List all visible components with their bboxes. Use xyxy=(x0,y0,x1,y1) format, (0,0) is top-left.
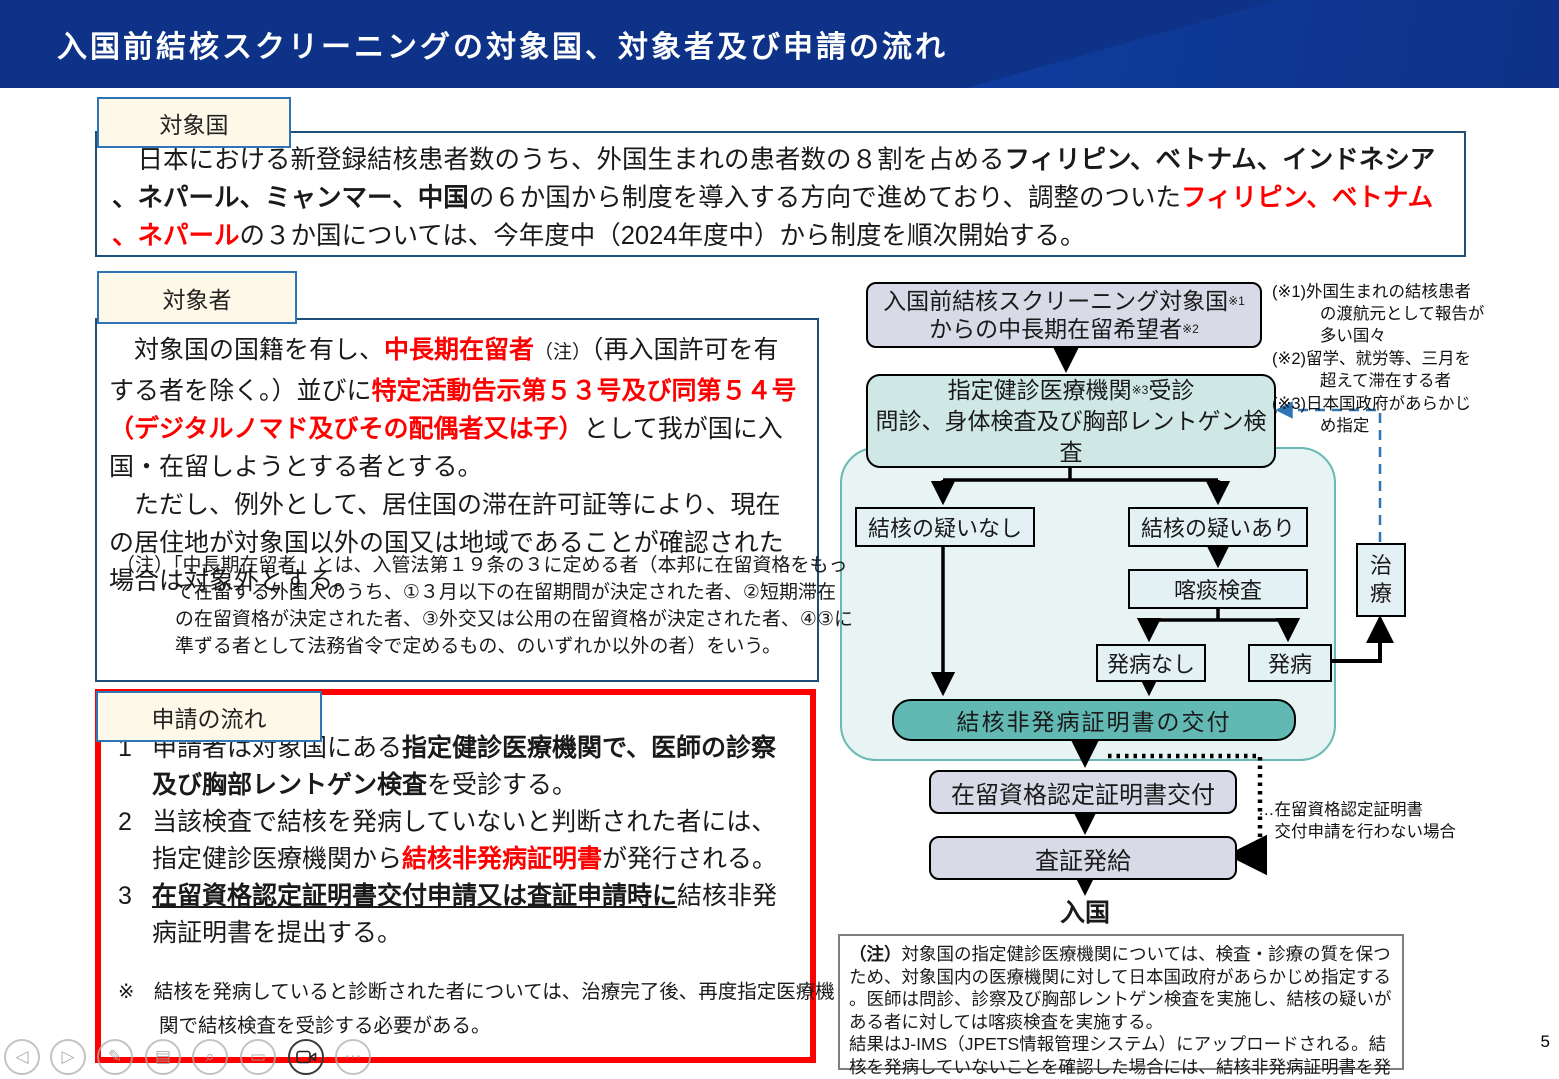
node-text: 結核の疑いあり xyxy=(1140,516,1295,541)
node-sputum-test: 喀痰検査 xyxy=(1128,569,1308,609)
node-coe-issuance: 在留資格認定証明書交付 xyxy=(929,770,1237,814)
reference-note-1: (※1)外国生まれの結核患者の渡航元として報告が多い国々 xyxy=(1272,283,1485,345)
more-options-button[interactable]: ⋯ xyxy=(335,1039,371,1075)
flowchart-connectors xyxy=(930,345,1394,896)
magnifier-icon: ⌕ xyxy=(205,1047,215,1066)
next-slide-button[interactable]: ▷ xyxy=(50,1039,86,1075)
node-treatment: 治 療 xyxy=(1356,543,1406,617)
node-text: 療 xyxy=(1369,581,1392,606)
section-label-text: 申請の流れ xyxy=(151,705,267,732)
page-number: 5 xyxy=(1540,1032,1550,1051)
pen-icon: ✎ xyxy=(107,1047,123,1066)
item-number: 3 xyxy=(118,882,132,910)
page-title: 入国前結核スクリーニングの対象国、対象者及び申請の流れ xyxy=(57,31,948,64)
slide-header-band: 入国前結核スクリーニングの対象国、対象者及び申請の流れ xyxy=(0,0,1559,88)
pen-tools-button[interactable]: ✎ xyxy=(97,1039,133,1075)
flow-item-1: 1 申請者は対象国にある指定健診医療機関で、医師の診察及び胸部レントゲン検査を受… xyxy=(118,730,800,804)
node-no-tb-suspicion: 結核の疑いなし xyxy=(855,507,1035,547)
node-text: 査証発給 xyxy=(1035,847,1131,875)
target-countries-box xyxy=(95,131,1466,257)
application-flow-box xyxy=(95,689,816,1063)
node-text: 在留資格認定証明書交付 xyxy=(951,781,1215,809)
node-text: 結核非発病証明書の交付 xyxy=(956,709,1232,735)
node-no-disease: 発病なし xyxy=(1096,644,1206,682)
item-text: 申請者は対象国にある指定健診医療機関で、医師の診察及び胸部レントゲン検査を受診す… xyxy=(152,734,777,799)
ref-marker-1: ※1 xyxy=(1228,294,1245,308)
footnote-text: 結核を発病していると診断された者については、治療完了後、再度指定医療機関で結核検… xyxy=(153,981,835,1037)
node-text: からの中長期在留希望者 xyxy=(929,316,1183,342)
next-slide-icon: ▷ xyxy=(61,1047,75,1066)
flowchart-reference-notes: (※1)外国生まれの結核患者の渡航元として報告が多い国々 (※2)留学、就労等、… xyxy=(1272,281,1486,438)
target-countries-text: 日本における新登録結核患者数のうち、外国生まれの患者数の８割を占めるフィリピン、… xyxy=(112,146,1436,250)
node-tb-suspicion: 結核の疑いあり xyxy=(1128,507,1308,547)
item-number: 2 xyxy=(118,808,132,836)
previous-slide-icon: ◁ xyxy=(15,1047,29,1066)
camera-button[interactable] xyxy=(288,1039,324,1075)
section-label-text: 対象国 xyxy=(159,111,229,138)
node-text: 指定健診医療機関 xyxy=(947,376,1132,403)
all-slides-button[interactable]: ▤ xyxy=(145,1039,181,1075)
node-text: 入国前結核スクリーニング対象国 xyxy=(883,288,1229,314)
section-label-application-flow: 申請の流れ xyxy=(96,691,322,742)
section-label-target-persons: 対象者 xyxy=(97,271,297,324)
reference-note-3: (※3)日本国政府があらかじめ指定 xyxy=(1272,395,1471,435)
node-applicants: 入国前結核スクリーニング対象国※1 からの中長期在留希望者※2 xyxy=(866,282,1262,348)
captions-button[interactable]: ▭ xyxy=(240,1039,276,1075)
ref-marker-3: ※3 xyxy=(1131,382,1149,397)
node-disease: 発病 xyxy=(1248,644,1332,682)
application-flow-items: 1 申請者は対象国にある指定健診医療機関で、医師の診察及び胸部レントゲン検査を受… xyxy=(118,730,800,952)
item-text: 在留資格認定証明書交付申請又は査証申請時に結核非発病証明書を提出する。 xyxy=(152,882,778,947)
previous-slide-button[interactable]: ◁ xyxy=(4,1039,40,1075)
node-text: 発病なし xyxy=(1106,652,1195,677)
reference-note-2: (※2)留学、就労等、三月を超えて滞在する者 xyxy=(1272,350,1471,390)
captions-icon: ▭ xyxy=(249,1047,267,1066)
dotted-path-caption: …在留資格認定証明書 交付申請を行わない場合 xyxy=(1258,801,1456,841)
all-slides-icon: ▤ xyxy=(154,1047,172,1066)
target-persons-footnote: （注）「中長期在留者」とは、入管法第１９条の３に定める者（本邦に在留資格をもって… xyxy=(116,555,853,657)
clinic-note-box: （注）対象国の指定健診医療機関については、検査・診療の質を保つため、対象国内の医… xyxy=(838,934,1404,1077)
footnote-marker: ※ xyxy=(118,981,135,1003)
flow-item-2: 2 当該検査で結核を発病していないと判断された者には、指定健診医療機関から結核非… xyxy=(118,804,800,878)
node-text: 喀痰検査 xyxy=(1173,578,1262,603)
node-certificate-issuance: 結核非発病証明書の交付 xyxy=(892,699,1296,741)
camera-icon xyxy=(295,1050,316,1064)
footnote-spacer xyxy=(134,981,154,1003)
item-text: 当該検査で結核を発病していないと判断された者には、指定健診医療機関から結核非発病… xyxy=(152,808,778,873)
section-label-target-countries: 対象国 xyxy=(97,97,291,148)
target-persons-text: 対象国の国籍を有し、中長期在留者（注）（再入国許可を有する者を除く。）並びに特定… xyxy=(109,336,797,595)
node-text: 治 xyxy=(1369,553,1392,578)
node-visa-issuance: 査証発給 xyxy=(929,836,1237,880)
ellipsis-icon: ⋯ xyxy=(344,1047,362,1066)
ref-marker-2: ※2 xyxy=(1182,322,1199,336)
node-text: 結核の疑いなし xyxy=(867,516,1022,541)
node-text: 受診 xyxy=(1148,376,1195,403)
flow-item-3: 3 在留資格認定証明書交付申請又は査証申請時に結核非発病証明書を提出する。 xyxy=(118,878,800,952)
target-persons-box xyxy=(95,318,819,682)
node-entry: 入国 xyxy=(1059,899,1110,927)
application-flow-footnote: ※ 結核を発病していると診断された者については、治療完了後、再度指定医療機関で結… xyxy=(118,975,839,1043)
node-text: 問診、身体検査及び胸部レントゲン検査 xyxy=(875,407,1267,465)
section-label-text: 対象者 xyxy=(162,286,232,313)
zoom-slide-button[interactable]: ⌕ xyxy=(192,1039,228,1075)
node-text: 発病 xyxy=(1267,652,1312,677)
